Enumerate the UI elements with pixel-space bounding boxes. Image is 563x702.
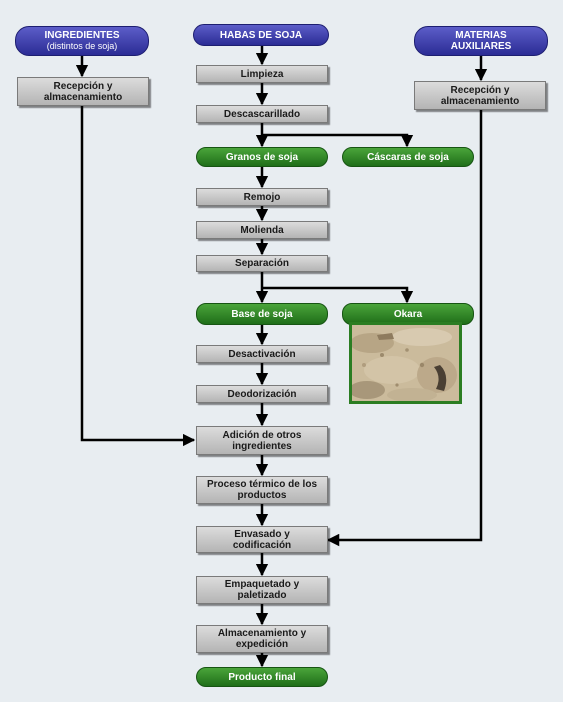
materias-node: MATERIAS AUXILIARES bbox=[414, 26, 548, 56]
recepcion-right-line1: Recepción y bbox=[450, 84, 510, 96]
adicion-line1: Adición de otros bbox=[222, 429, 302, 441]
empaquetado-line1: Empaquetado y bbox=[224, 579, 300, 590]
proceso-line2: productos bbox=[237, 490, 287, 501]
desactivacion-label: Desactivación bbox=[228, 348, 296, 360]
ingredientes-node: INGREDIENTES (distintos de soja) bbox=[15, 26, 149, 56]
arrow-recepcion-adicion bbox=[80, 106, 196, 447]
limpieza-node: Limpieza bbox=[196, 65, 328, 83]
separacion-label: Separación bbox=[235, 258, 289, 269]
habas-node: HABAS DE SOJA bbox=[193, 24, 329, 46]
base-node: Base de soja bbox=[196, 303, 328, 325]
adicion-node: Adición de otros ingredientes bbox=[196, 426, 328, 455]
producto-label: Producto final bbox=[228, 671, 296, 683]
remojo-label: Remojo bbox=[243, 191, 281, 203]
remojo-node: Remojo bbox=[196, 188, 328, 206]
molienda-node: Molienda bbox=[196, 221, 328, 239]
recepcion-right-line2: almacenamiento bbox=[440, 95, 520, 107]
cascaras-label: Cáscaras de soja bbox=[367, 151, 449, 163]
recepcion-left-node: Recepción y almacenamiento bbox=[17, 77, 149, 106]
empaquetado-line2: paletizado bbox=[237, 590, 287, 601]
separacion-node: Separación bbox=[196, 255, 328, 272]
habas-label: HABAS DE SOJA bbox=[219, 29, 303, 41]
okara-label: Okara bbox=[393, 308, 423, 320]
adicion-line2: ingredientes bbox=[232, 440, 292, 452]
limpieza-label: Limpieza bbox=[240, 68, 284, 80]
recepcion-left-line2: almacenamiento bbox=[43, 91, 123, 103]
molienda-label: Molienda bbox=[240, 224, 284, 236]
descascarillado-node: Descascarillado bbox=[196, 105, 328, 123]
materias-line2: AUXILIARES bbox=[450, 41, 512, 52]
almacenamiento-line2: expedición bbox=[235, 639, 289, 650]
proceso-node: Proceso térmico de los productos bbox=[196, 476, 328, 504]
recepcion-right-node: Recepción y almacenamiento bbox=[414, 81, 546, 110]
proceso-line1: Proceso térmico de los bbox=[206, 479, 318, 490]
base-label: Base de soja bbox=[231, 308, 293, 320]
arrow-descascarillado-cascaras bbox=[262, 133, 414, 148]
ingredientes-subtitle: (distintos de soja) bbox=[46, 41, 118, 51]
almacenamiento-node: Almacenamiento y expedición bbox=[196, 625, 328, 653]
envasado-node: Envasado y codificación bbox=[196, 526, 328, 553]
descascarillado-label: Descascarillado bbox=[223, 108, 301, 120]
almacenamiento-line1: Almacenamiento y bbox=[217, 628, 307, 639]
ingredientes-title: INGREDIENTES bbox=[44, 30, 120, 41]
deodorizacion-label: Deodorización bbox=[227, 388, 297, 400]
cascaras-node: Cáscaras de soja bbox=[342, 147, 474, 167]
granos-label: Granos de soja bbox=[225, 151, 299, 163]
deodorizacion-node: Deodorización bbox=[196, 385, 328, 403]
recepcion-left-line1: Recepción y bbox=[53, 80, 113, 92]
okara-photo bbox=[349, 322, 462, 404]
granos-node: Granos de soja bbox=[196, 147, 328, 167]
envasado-line2: codificación bbox=[232, 539, 292, 551]
desactivacion-node: Desactivación bbox=[196, 345, 328, 363]
producto-node: Producto final bbox=[196, 667, 328, 687]
envasado-line1: Envasado y bbox=[234, 528, 290, 540]
arrow-recepcion-envasado bbox=[326, 110, 483, 547]
empaquetado-node: Empaquetado y paletizado bbox=[196, 576, 328, 604]
okara-texture bbox=[352, 325, 459, 401]
arrow-separacion-okara bbox=[262, 286, 414, 304]
materias-line1: MATERIAS bbox=[455, 30, 507, 41]
